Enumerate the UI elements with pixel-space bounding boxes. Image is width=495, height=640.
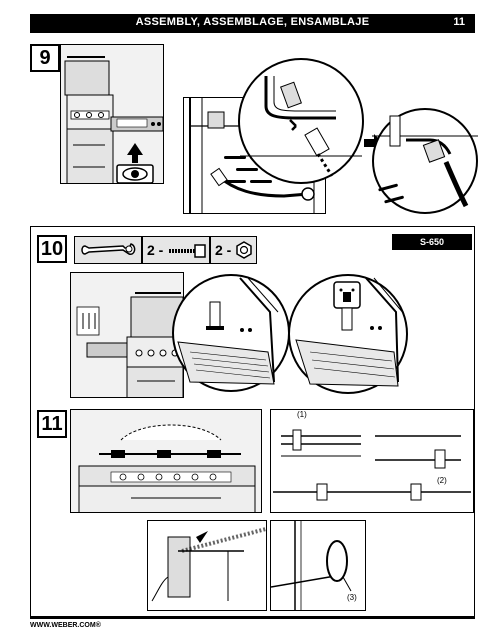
parts-list: 2 - 2 -: [74, 236, 257, 264]
step-11-spit-assembly-view: (1) (2): [270, 409, 474, 513]
step-11-bracket-view: [147, 520, 267, 611]
wrench-icon: [81, 243, 136, 255]
nut-icon: [236, 241, 252, 259]
rotisserie-grill-illustration: [71, 410, 261, 512]
step-9-grill-view: [60, 44, 164, 184]
page-title: ASSEMBLY, ASSEMBLAGE, ENSAMBLAJE: [135, 16, 370, 28]
step-9-zoom-connected: [372, 108, 478, 214]
model-badge: S-650: [392, 234, 472, 250]
step-10-grill-illustration: [71, 273, 183, 397]
spit-handle-illustration: [271, 521, 365, 610]
bolt-quantity: 2 -: [147, 242, 164, 258]
callout-1: (1): [297, 410, 307, 419]
step-11-handle-view: (3): [270, 520, 366, 611]
step-10-grill-view: [70, 272, 184, 398]
step-10-zoom-left: [172, 274, 290, 392]
bolt-icon: [169, 244, 206, 258]
arrow-up-icon: [127, 143, 143, 163]
bracket-illustration: [148, 521, 266, 610]
step-11-grill-view: [70, 409, 262, 513]
eye-icon: [116, 143, 154, 183]
page-number: 11: [453, 16, 465, 28]
callout-3: (3): [347, 593, 357, 602]
step-11-badge: 11: [37, 410, 67, 438]
grill-overview-illustration: [61, 45, 163, 183]
step-9-zoom-disconnect: [238, 58, 364, 184]
step-10-zoom-right: [288, 274, 408, 394]
step-9-badge: 9: [30, 44, 60, 72]
callout-2: (2): [437, 476, 447, 485]
footer-rule: [30, 617, 475, 619]
footer-url: WWW.WEBER.COM®: [30, 622, 101, 629]
page-header: ASSEMBLY, ASSEMBLAGE, ENSAMBLAJE 11: [30, 14, 475, 33]
spit-forks-illustration: [271, 410, 473, 512]
steps-10-11-frame: [30, 226, 475, 617]
nut-quantity: 2 -: [215, 242, 232, 258]
step-10-badge: 10: [37, 235, 67, 263]
